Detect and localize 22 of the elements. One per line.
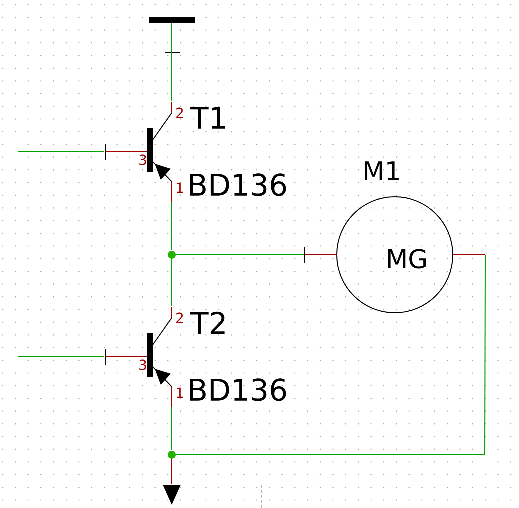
part-label: T1 [190,107,226,129]
transistor-symbol [104,102,172,202]
pin-number: 2 [176,312,184,324]
part-label: BD136 [190,378,286,402]
part-label: MG [388,249,426,269]
part-label: M1 [365,162,399,180]
pin-number: 1 [177,388,184,398]
supply-bar [149,17,195,23]
pin-number: 3 [140,360,146,370]
transistor-symbol [104,306,172,408]
wire [176,254,486,456]
wire [176,254,305,256]
pin-number: 3 [140,154,146,166]
pin-number: 2 [176,108,184,118]
motor-symbol [304,196,486,314]
wire [18,356,105,358]
part-label: T2 [190,312,225,334]
junction-dot [168,451,176,459]
junction-dot [168,251,176,259]
pin-number: 1 [177,182,184,194]
ground-arrow [163,485,181,505]
part-label: BD136 [190,174,286,196]
